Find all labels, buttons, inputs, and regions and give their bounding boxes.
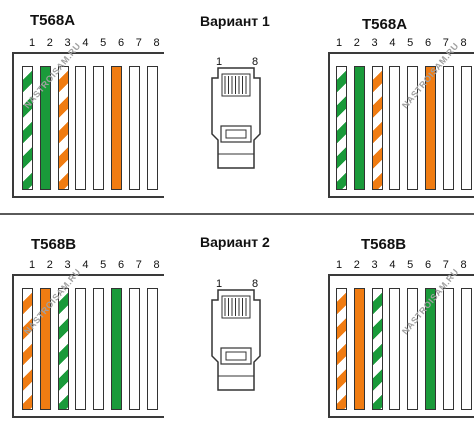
wire-white [75, 66, 87, 190]
wire-white [407, 66, 419, 190]
pin-number: 5 [407, 37, 414, 49]
pin-number: 3 [64, 37, 71, 49]
wire-white [93, 66, 105, 190]
pin-number: 7 [135, 259, 142, 271]
wire-white-green [371, 288, 383, 410]
pin-number: 8 [153, 37, 160, 49]
wire-white [442, 288, 454, 410]
pin-number: 1 [28, 259, 36, 271]
pin-number: 7 [135, 37, 142, 49]
pin-number: 2 [353, 37, 360, 49]
wire-white [128, 66, 140, 190]
plug-pin-first-1: 1 [215, 56, 223, 68]
wire-white [460, 288, 472, 410]
pin-number: 5 [100, 37, 107, 49]
connector-left-1 [12, 52, 164, 198]
wire-white-green [336, 66, 347, 190]
pin-number: 6 [117, 37, 125, 49]
pin-number: 4 [389, 259, 396, 271]
wire-white [93, 288, 105, 410]
pin-number: 3 [64, 259, 71, 271]
wire-orange [353, 288, 365, 410]
pin-number: 8 [460, 37, 467, 49]
plug-pin-last-1: 8 [251, 56, 259, 68]
variant-1-title: Вариант 1 [200, 13, 270, 29]
rj45-plug-2: 1 8 [208, 276, 264, 394]
pin-number: 2 [46, 37, 53, 49]
wire-white [128, 288, 140, 410]
wire-orange [39, 288, 51, 410]
pin-number: 1 [335, 259, 343, 271]
wire-white-orange [22, 288, 33, 410]
pin-number: 2 [46, 259, 53, 271]
wire-white [146, 66, 158, 190]
rj45-plug-1: 1 8 [208, 54, 264, 172]
pin-number: 2 [353, 259, 360, 271]
wire-white [389, 288, 401, 410]
wire-orange [425, 66, 436, 190]
section-divider [0, 213, 474, 215]
pin-number: 3 [371, 259, 378, 271]
connector-right-2 [328, 274, 474, 418]
pin-number: 7 [442, 37, 449, 49]
plug-pin-first-2: 1 [215, 278, 223, 290]
wire-green [425, 288, 436, 410]
pin-number: 1 [28, 37, 36, 49]
pin-number: 6 [117, 259, 125, 271]
pin-number: 3 [371, 37, 378, 49]
left-standard-label-1: T568A [30, 12, 76, 29]
wire-white-orange [336, 288, 347, 410]
wire-green [111, 288, 122, 410]
wire-white [460, 66, 472, 190]
pin-number: 6 [424, 37, 432, 49]
pin-number: 4 [389, 37, 396, 49]
wire-orange [111, 66, 122, 190]
variant-2-title: Вариант 2 [200, 234, 270, 250]
rj45-plug-icon [211, 67, 261, 169]
wire-green [353, 66, 365, 190]
pin-number: 5 [100, 259, 107, 271]
pin-number: 5 [407, 259, 414, 271]
pin-number: 1 [335, 37, 343, 49]
right-standard-label-2: T568B [361, 236, 407, 253]
pin-number: 4 [82, 259, 89, 271]
connector-left-2 [12, 274, 164, 418]
pin-number: 6 [424, 259, 432, 271]
pin-number: 8 [460, 259, 467, 271]
wire-white-orange [371, 66, 383, 190]
pin-number: 7 [442, 259, 449, 271]
wire-white [75, 288, 87, 410]
connector-right-1 [328, 52, 474, 198]
wire-white [442, 66, 454, 190]
rj45-plug-icon [211, 289, 261, 391]
plug-pin-last-2: 8 [251, 278, 259, 290]
wire-white-orange [57, 66, 69, 190]
left-standard-label-2: T568B [31, 236, 77, 253]
right-standard-label-1: T568A [362, 16, 408, 33]
pin-number: 4 [82, 37, 89, 49]
wire-white-green [22, 66, 33, 190]
wire-white [407, 288, 419, 410]
wire-white [146, 288, 158, 410]
wire-white-green [57, 288, 69, 410]
wire-green [39, 66, 51, 190]
pin-number: 8 [153, 259, 160, 271]
wire-white [389, 66, 401, 190]
